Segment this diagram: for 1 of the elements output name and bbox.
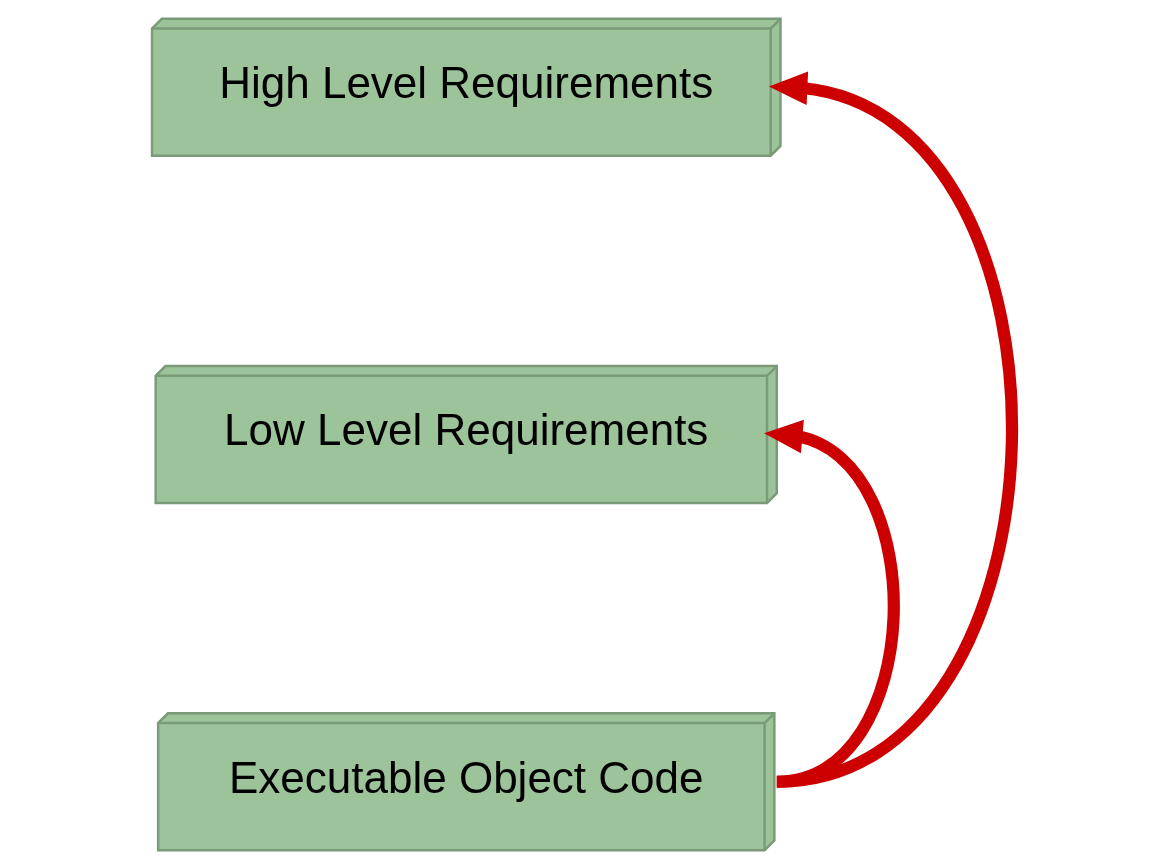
arrow (764, 419, 900, 788)
